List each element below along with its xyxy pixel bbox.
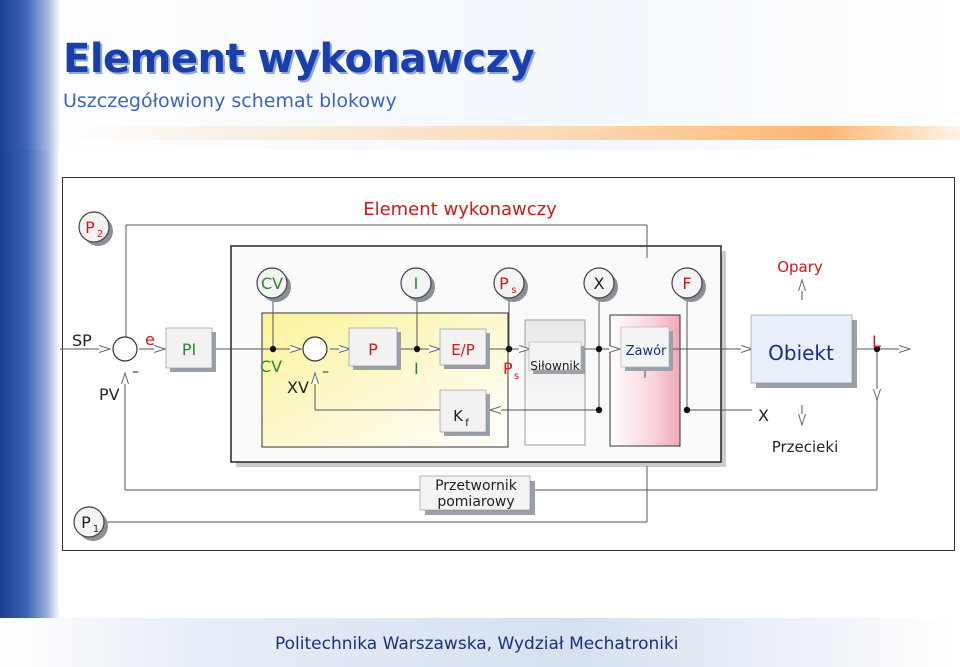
block-przetwornik-line1: Przetwornik <box>435 478 518 494</box>
block-kf-sub: f <box>465 418 469 429</box>
x-label: X <box>758 406 769 425</box>
ps-label: P <box>503 359 513 378</box>
p2-label: P <box>85 218 95 237</box>
block-kf: K f <box>439 389 490 436</box>
block-ep: E/P <box>439 328 490 369</box>
l-label: L <box>872 332 881 351</box>
p1-label: P <box>81 513 91 532</box>
summing-junction-outer <box>112 336 138 362</box>
minus-inner: – <box>322 364 329 380</box>
title-accent-strip <box>60 126 960 140</box>
top-circle-f-label: F <box>682 274 691 293</box>
block-obiekt: Obiekt <box>750 314 857 388</box>
pv-label: PV <box>99 385 120 404</box>
block-zawor-label: Zawór <box>626 344 667 359</box>
slide-title: Element wykonawczy <box>63 36 535 82</box>
footer-band <box>0 618 960 667</box>
e-label: e <box>145 330 155 349</box>
silownik-zone <box>524 319 586 446</box>
p2-sub: 2 <box>97 229 103 240</box>
block-przetwornik: Przetwornik pomiarowy <box>419 475 535 515</box>
p1-circle: P 1 <box>73 506 108 541</box>
summing-junction-inner <box>302 336 328 362</box>
block-pi: PI <box>165 327 216 372</box>
signal-lines <box>60 224 910 523</box>
top-circle-cv-label: CV <box>261 274 283 293</box>
sp-label: SP <box>72 331 92 350</box>
cv-label: CV <box>260 357 282 376</box>
block-ep-label: E/P <box>451 341 475 359</box>
block-pi-label: PI <box>182 340 196 359</box>
top-circle-x-label: X <box>594 274 605 293</box>
footer-text: Politechnika Warszawska, Wydział Mechatr… <box>275 634 679 654</box>
opary-label: Opary <box>777 258 823 276</box>
junction-dots <box>269 345 881 414</box>
p1-sub: 1 <box>93 524 99 535</box>
top-circle-i: I <box>400 267 435 302</box>
block-silownik: Siłownik <box>528 341 585 374</box>
block-zawor: Zawór <box>620 326 673 371</box>
group-header-label: Element wykonawczy <box>363 199 557 220</box>
top-background-wash <box>0 0 960 150</box>
block-p-label: P <box>368 340 378 359</box>
top-circle-x: X <box>583 267 618 302</box>
minus-outer: – <box>132 364 139 380</box>
block-obiekt-label: Obiekt <box>768 341 834 365</box>
top-circle-ps-sub: s <box>511 285 516 296</box>
top-circle-cv: CV <box>256 267 291 302</box>
slide-subtitle: Uszczegółowiony schemat blokowy <box>63 90 397 112</box>
block-p: P <box>348 327 401 370</box>
top-circle-ps: P s <box>493 267 528 302</box>
top-circle-ps-label: P <box>499 274 509 293</box>
przecieki-label: Przecieki <box>772 438 839 456</box>
p2-circle: P 2 <box>78 211 113 246</box>
ps-sub: s <box>514 371 519 382</box>
top-circle-f: F <box>671 267 706 302</box>
block-przetwornik-line2: pomiarowy <box>437 494 514 510</box>
xv-label: XV <box>287 378 309 397</box>
block-silownik-label: Siłownik <box>530 359 579 373</box>
i-label: I <box>414 359 419 378</box>
top-circle-i-label: I <box>414 274 419 293</box>
block-kf-label: K <box>453 407 464 425</box>
